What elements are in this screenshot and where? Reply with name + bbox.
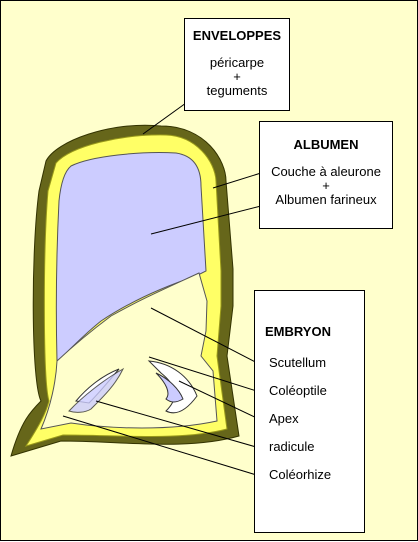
albumen-label-box: ALBUMEN Couche à aleurone + Albumen fari… bbox=[259, 121, 393, 229]
radicule-leader-line bbox=[95, 400, 264, 450]
enveloppes-line: teguments bbox=[206, 83, 268, 98]
enveloppes-title: ENVELOPPES bbox=[192, 28, 282, 43]
embryon-item-radicule: radicule bbox=[269, 439, 315, 454]
apex-shape bbox=[155, 372, 184, 403]
albumen-shape bbox=[55, 152, 207, 362]
enveloppes-line: péricarpe bbox=[209, 55, 265, 70]
embryon-item-apex: Apex bbox=[269, 411, 299, 426]
aleurone-leader-line bbox=[212, 172, 262, 189]
embryon-item-coleoptile: Coléoptile bbox=[269, 383, 327, 398]
albumen-line: Couche à aleurone bbox=[271, 164, 381, 179]
albumen-farineux-leader-line bbox=[150, 205, 262, 235]
apex-leader-line bbox=[178, 380, 264, 422]
embryon-title: EMBRYON bbox=[265, 324, 331, 339]
embryon-item-scutellum: Scutellum bbox=[269, 355, 327, 370]
coleorhiza-shape bbox=[68, 367, 125, 413]
coleorhize-leader-line bbox=[62, 415, 264, 478]
albumen-line: Albumen farineux bbox=[275, 192, 377, 207]
scutellum-leader-line bbox=[150, 307, 264, 367]
enveloppes-leader-line bbox=[142, 102, 187, 135]
embryon-item-coleorhize: Coléorhize bbox=[269, 467, 332, 482]
albumen-title: ALBUMEN bbox=[293, 137, 359, 152]
enveloppes-line: + bbox=[233, 69, 241, 84]
embryon-label-box: EMBRYON Scutellum Coléoptile Apex radicu… bbox=[254, 290, 365, 533]
coleoptile-leader-line bbox=[148, 356, 264, 394]
albumen-line: + bbox=[322, 178, 330, 193]
enveloppes-label-box: ENVELOPPES péricarpe + teguments bbox=[184, 18, 290, 111]
